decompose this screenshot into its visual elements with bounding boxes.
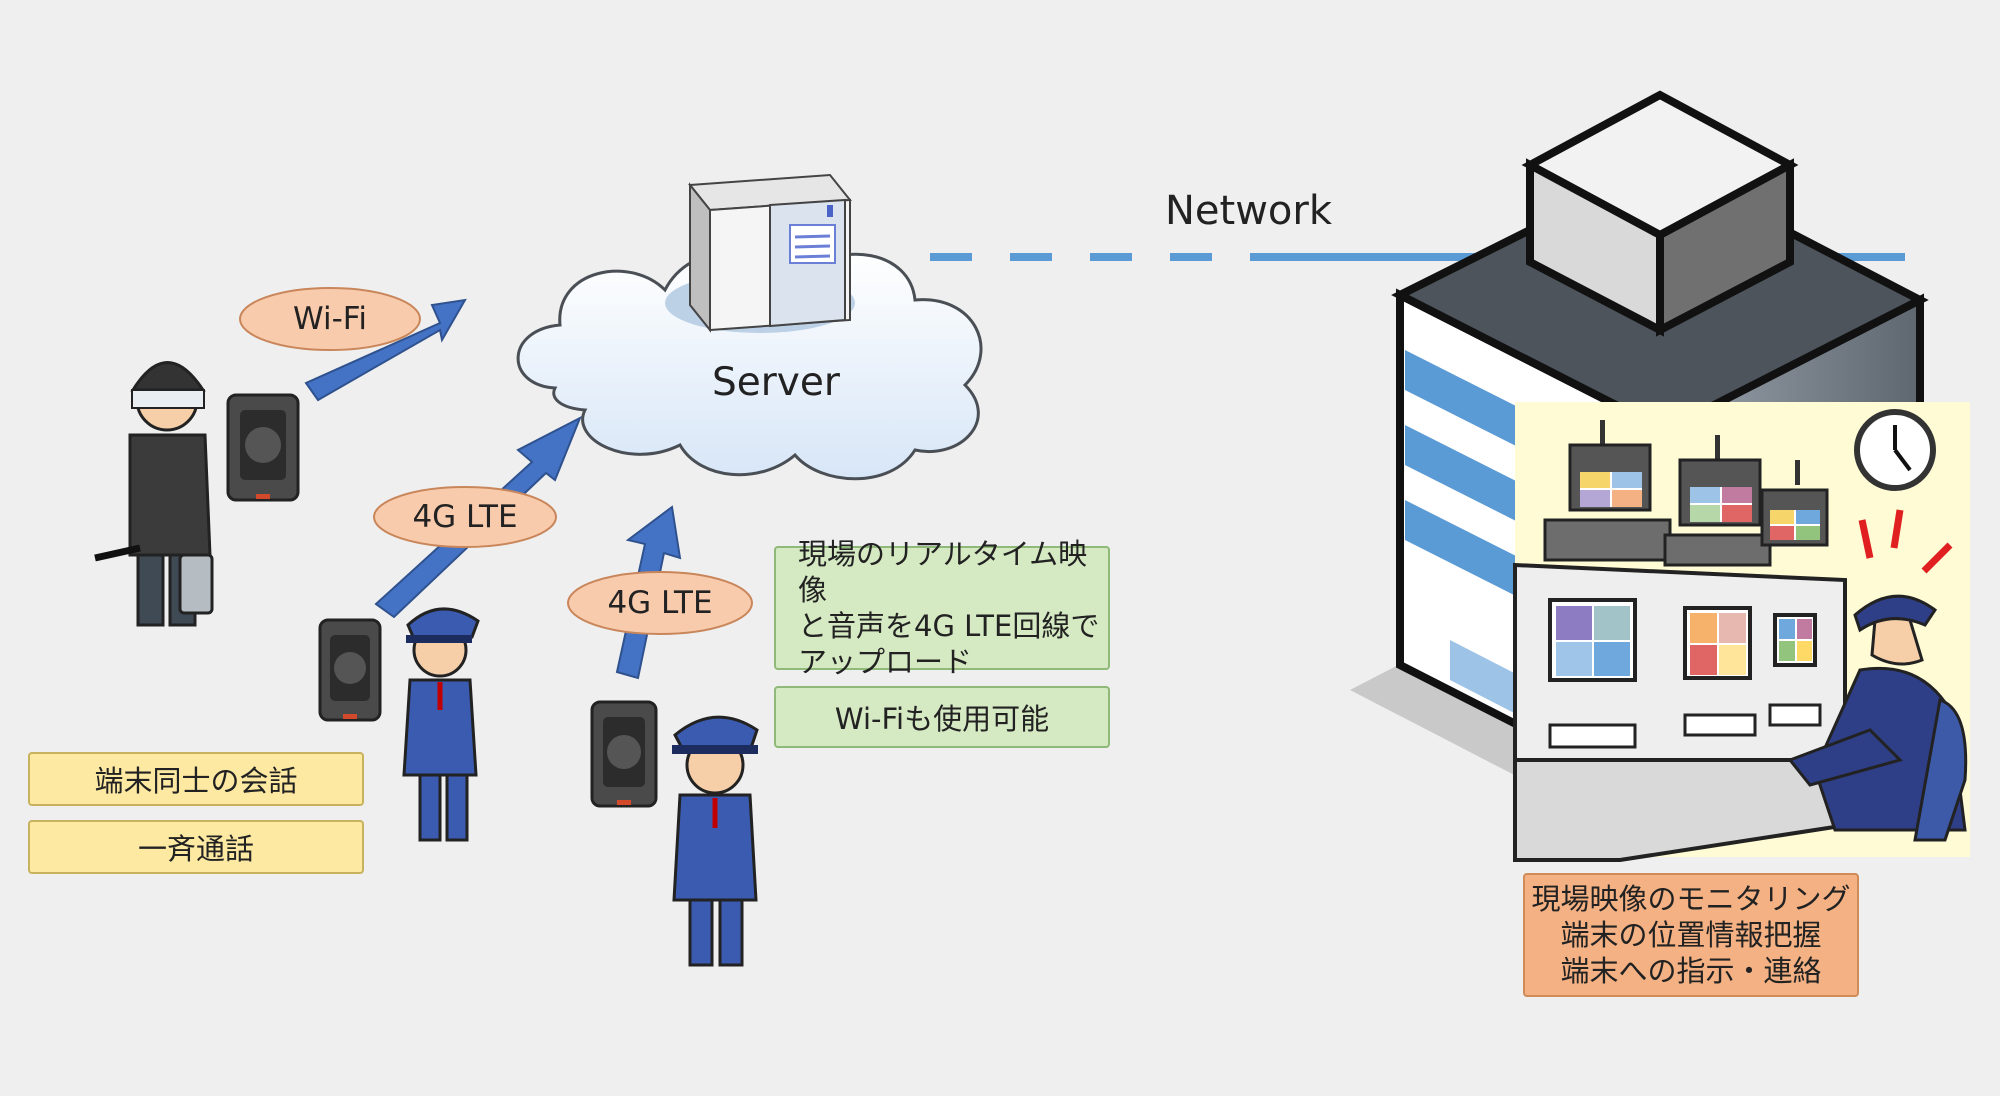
center-feature-line: 現場映像のモニタリング: [1531, 882, 1851, 916]
lte-label-2: 4G LTE: [607, 585, 713, 621]
guard-figure-2: [318, 607, 480, 842]
wifi-uplink-arrow: [304, 298, 467, 402]
wifi-label: Wi-Fi: [293, 301, 367, 337]
upload-note-line: 現場のリアルタイム映像: [798, 537, 1088, 607]
center-feature-line: 端末への指示・連絡: [1560, 954, 1822, 988]
network-label: Network: [1165, 188, 1333, 234]
wifi-note-label: Wi-Fiも使用可能: [834, 702, 1050, 736]
center-feature-line: 端末の位置情報把握: [1560, 918, 1822, 952]
server-tower-icon: [688, 173, 852, 333]
lte-label-1: 4G LTE: [412, 499, 518, 535]
wifi-ellipse: [239, 287, 421, 351]
broadcast-feature-label: 一斉通話: [137, 832, 254, 866]
operator-figure: [1787, 594, 1968, 842]
broadcast-feature-box: 一斉通話: [28, 820, 364, 874]
wifi-note-box: Wi-Fiも使用可能: [774, 686, 1110, 748]
talk-feature-box: 端末同士の会話: [28, 752, 364, 806]
lte-ellipse-2: [567, 571, 753, 635]
control-room-illustration: [1513, 402, 1970, 862]
talk-feature-label: 端末同士の会話: [94, 764, 298, 798]
cloud-server: [516, 173, 983, 481]
lte-ellipse-1: [373, 486, 557, 548]
guard-figure-1: [94, 361, 300, 627]
upload-note-line: と音声を4G LTE回線で: [798, 609, 1100, 643]
upload-note-line: アップロード: [798, 645, 973, 679]
guard-figure-3: [590, 700, 759, 967]
upload-note-box: 現場のリアルタイム映像 と音声を4G LTE回線で アップロード: [774, 537, 1110, 679]
center-features-box: 現場映像のモニタリング 端末の位置情報把握 端末への指示・連絡: [1523, 873, 1859, 997]
server-label: Server: [712, 360, 840, 405]
